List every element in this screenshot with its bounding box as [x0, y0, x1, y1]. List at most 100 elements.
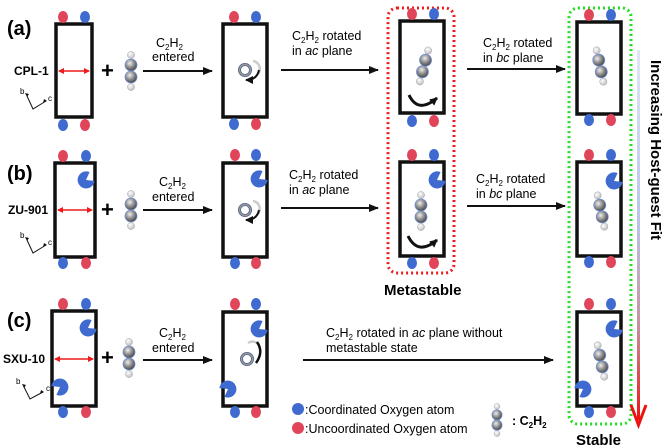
trend-label: Increasing Host-guest Fit [647, 60, 664, 240]
uncoordinated-oxygen [584, 9, 594, 21]
legend-c2h2-swatch [491, 402, 503, 438]
rotation-arrow [245, 209, 260, 224]
step-label: C2H2 rotated in ac plane without [326, 326, 503, 342]
metastable-highlight-box [386, 6, 456, 275]
step-label: C2H2 rotated [292, 29, 361, 45]
coordinated-oxygen [230, 257, 240, 269]
axis-icon: b c [16, 377, 50, 400]
uncoordinated-oxygen [606, 114, 616, 126]
material-label-c: SXU-10 [3, 352, 45, 366]
step-label: C2H2 [159, 175, 187, 191]
panel-label-c: (c) [7, 310, 31, 332]
legend: :Coordinated Oxygen atom :Uncoordinated … [292, 402, 547, 438]
coordinated-oxygen [584, 406, 594, 418]
coordinated-oxygen [58, 119, 68, 131]
svg-text:b: b [20, 87, 25, 96]
coordinated-oxygen [429, 8, 439, 20]
coordinated-oxygen [251, 11, 261, 23]
coordinated-oxygen [606, 298, 616, 310]
acetylene-molecule [124, 189, 138, 231]
step-label: in ac plane [289, 183, 350, 197]
panel-label-b: (b) [7, 163, 33, 185]
coordinated-oxygen [584, 256, 594, 268]
uncoordinated-oxygen [80, 119, 90, 131]
step-label: in ac plane [292, 44, 353, 58]
coordinated-oxygen [407, 257, 417, 269]
stable-highlight-box [567, 6, 633, 426]
legend-coordinated-swatch [292, 403, 304, 415]
rotation-arrow [407, 94, 438, 107]
step-label: metastable state [326, 341, 418, 355]
coordinated-oxygen [230, 406, 240, 418]
coordinated-oxygen [429, 149, 439, 161]
rotation-arrow [406, 235, 438, 249]
step-label: C2H2 [159, 326, 187, 342]
rotation-arrow [254, 341, 262, 364]
coordinated-oxygen [229, 118, 239, 130]
uncoordinated-oxygen [584, 149, 594, 161]
step-label: C2H2 rotated [289, 168, 358, 184]
coordinated-oxygen [606, 149, 616, 161]
coordinated-oxygen [251, 298, 261, 310]
uncoordinated-oxygen [251, 257, 261, 269]
uncoordinated-oxygen [229, 11, 239, 23]
uncoordinated-oxygen [407, 8, 417, 20]
axis-icon: b c [20, 87, 52, 110]
uncoordinated-oxygen [429, 257, 439, 269]
uncoordinated-oxygen [58, 150, 68, 162]
material-label-b: ZU-901 [8, 203, 48, 217]
metastable-label: Metastable [384, 282, 462, 299]
step-label: C2H2 [156, 36, 184, 52]
svg-text:c: c [46, 384, 50, 393]
plus-sign: + [101, 197, 114, 222]
uncoordinated-oxygen [606, 406, 616, 418]
plus-sign: + [101, 58, 114, 83]
uncoordinated-oxygen [58, 11, 68, 23]
uncoordinated-oxygen [58, 298, 68, 310]
legend-uncoordinated-swatch [292, 422, 304, 434]
uncoordinated-oxygen [606, 256, 616, 268]
uncoordinated-oxygen [251, 118, 261, 130]
row-a: (a) CPL-1 b c + C2H2 entered [7, 8, 623, 131]
coordinated-oxygen [584, 114, 594, 126]
acetylene-molecule [122, 337, 136, 379]
step-label: C2H2 rotated [476, 172, 545, 188]
coordinated-oxygen [407, 115, 417, 127]
rotation-arrow [245, 69, 260, 84]
step-label: entered [152, 190, 194, 204]
uncoordinated-oxygen [230, 149, 240, 161]
step-label: entered [152, 50, 194, 64]
stable-label: Stable [576, 432, 621, 448]
uncoordinated-oxygen [584, 298, 594, 310]
plus-sign: + [101, 345, 114, 370]
coordinated-oxygen [58, 406, 68, 418]
panel-label-a: (a) [7, 18, 31, 40]
legend-uncoordinated-label: :Uncoordinated Oxygen atom [305, 422, 468, 436]
uncoordinated-oxygen [230, 298, 240, 310]
axis-icon: b c [20, 231, 52, 254]
uncoordinated-oxygen [407, 149, 417, 161]
svg-text:c: c [48, 94, 52, 103]
coordinated-oxygen [80, 11, 90, 23]
step-label: in bc plane [483, 51, 544, 65]
material-label-a: CPL-1 [14, 64, 49, 78]
coordinated-oxygen [251, 149, 261, 161]
step-label: in bc plane [476, 187, 537, 201]
coordinated-oxygen [606, 9, 616, 21]
step-label: entered [152, 341, 194, 355]
trend-arrow [629, 50, 648, 430]
row-c: (c) SXU-10 b c + C2H2 entered [3, 298, 625, 418]
legend-coordinated-label: :Coordinated Oxygen atom [305, 403, 454, 417]
coordinated-oxygen [81, 150, 91, 162]
uncoordinated-oxygen [81, 406, 91, 418]
acetylene-molecule [124, 51, 138, 91]
uncoordinated-oxygen [81, 257, 91, 269]
svg-text:b: b [16, 377, 21, 386]
uncoordinated-oxygen [251, 406, 261, 418]
step-label: C2H2 rotated [483, 36, 552, 52]
row-b: (b) ZU-901 b c + C2H2 entered C2H2 ro [7, 149, 625, 269]
legend-c2h2-label: : C2H2 [512, 414, 547, 430]
svg-text:c: c [48, 238, 52, 247]
uncoordinated-oxygen [429, 115, 439, 127]
